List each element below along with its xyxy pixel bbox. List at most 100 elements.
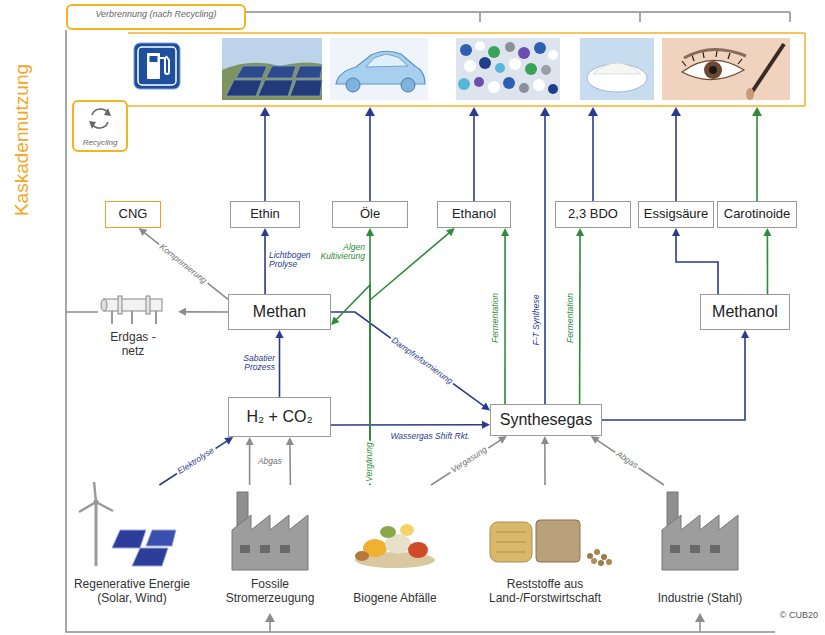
flow-line [249,444,251,485]
use-band [128,33,805,106]
flow-arrow [331,312,490,410]
flow-arrow [602,330,749,420]
node-text: Industrie (Stahl) [658,592,743,606]
process-label: Elektrolyse [174,445,217,478]
recycling-box: Recycling [72,100,128,152]
arrow-head [246,437,254,445]
node-text: 2,3 BDO [568,207,618,222]
powder-bowl-photo [580,38,654,100]
flow-line [676,235,718,294]
plastic-granules-photo [518,47,530,59]
flow-arrow [286,437,294,485]
factory-icon [710,545,720,553]
fuel-pump-icon [160,56,169,74]
product-box: Öle [332,201,408,228]
plastic-granules-photo [474,77,484,87]
factory-icon [240,545,250,553]
plastic-granules-photo [458,78,470,90]
plastic-granules-photo [509,58,521,70]
node-text: Ethin [250,207,280,222]
flow-line [504,235,506,404]
straw-bale-icon [594,549,600,555]
intermediate-box: Synthesegas [490,404,602,436]
arrow-head [501,228,509,236]
straw-bale-icon [490,520,612,566]
gas-pipe-icon [104,299,162,311]
intermediate-box: H₂ + CO₂ [228,397,331,437]
process-label: Vergasung [448,444,491,476]
plastic-granules-photo [479,57,491,69]
plastic-granules-photo [503,77,515,89]
flow-line [331,312,484,406]
plastic-granules-photo [488,46,500,58]
flow-line [579,235,581,404]
input-arrowheads [265,613,705,622]
node-text: Carotinoide [724,207,791,222]
plastic-granules-photo [460,44,472,56]
frame-line [66,12,790,632]
flow-arrow [139,228,228,299]
flow-arrow [261,228,269,294]
arrow-head [498,436,507,444]
food-waste-icon [400,524,414,536]
fuel-pump-icon [134,43,180,89]
process-label: Vergärung [365,440,374,483]
flow-line [431,440,501,485]
process-label: F-T Synthese [532,294,541,345]
product-arrow [260,107,270,116]
flow-line [185,311,228,313]
wind-solar-icon [146,530,176,546]
plastic-granules-photo [475,41,485,51]
food-waste-icon [380,526,396,538]
gas-pipe-icon [146,296,150,314]
arrow-head [541,436,549,444]
frame-line [270,620,700,632]
cosmetics-photo [746,88,754,100]
powder-bowl-photo [580,38,654,100]
plastic-granules-photo [464,60,476,72]
process-label: Lichtbogen Prolyse [267,251,315,270]
powder-bowl-photo [587,64,647,92]
product-box: Essigsäure [638,201,714,228]
recycling-icon [89,121,96,129]
wind-solar-icon [132,548,168,566]
gas-pipe-icon [101,299,107,311]
car-illustration [346,78,360,92]
cosmetics-photo [662,38,790,100]
flow-line [602,337,745,420]
plastic-granules-photo [548,50,558,60]
intermediate-box: Methan [228,294,331,330]
solar-park-photo [290,80,322,96]
node-text: Methanol [712,303,778,321]
factory-icon [662,492,738,570]
food-waste-icon [355,524,435,568]
plastic-granules-photo [495,63,505,73]
solar-park-photo [266,66,296,78]
use-band [128,33,805,106]
fuel-pump-icon [138,47,176,85]
flow-arrow [276,330,284,397]
process-label: Komprimierung [156,241,210,287]
flow-arrow [763,228,771,294]
plastic-granules-photo [534,42,546,54]
arrow-head [446,228,455,236]
product-arrow [369,115,371,201]
arrow-head [286,437,294,445]
frame-line [66,30,775,632]
flow-arrow [331,285,370,485]
flow-line [159,441,227,485]
node-text: Erdgas -netz [106,331,161,359]
gas-pipe-icon [112,311,156,324]
straw-bale-icon [606,559,612,565]
food-waste-icon [408,542,428,558]
source-node: Biogene Abfälle [335,485,455,610]
recycling-icon [104,108,111,116]
cosmetics-photo [752,44,784,92]
process-label: Sabatier Prozess [233,354,277,373]
plastic-granules-photo [525,63,537,75]
process-label: Wassergas Shift Rkt. [388,432,471,441]
input-arrowheads [695,613,705,622]
factory-icon [232,515,308,570]
straw-bale-icon [601,554,607,560]
